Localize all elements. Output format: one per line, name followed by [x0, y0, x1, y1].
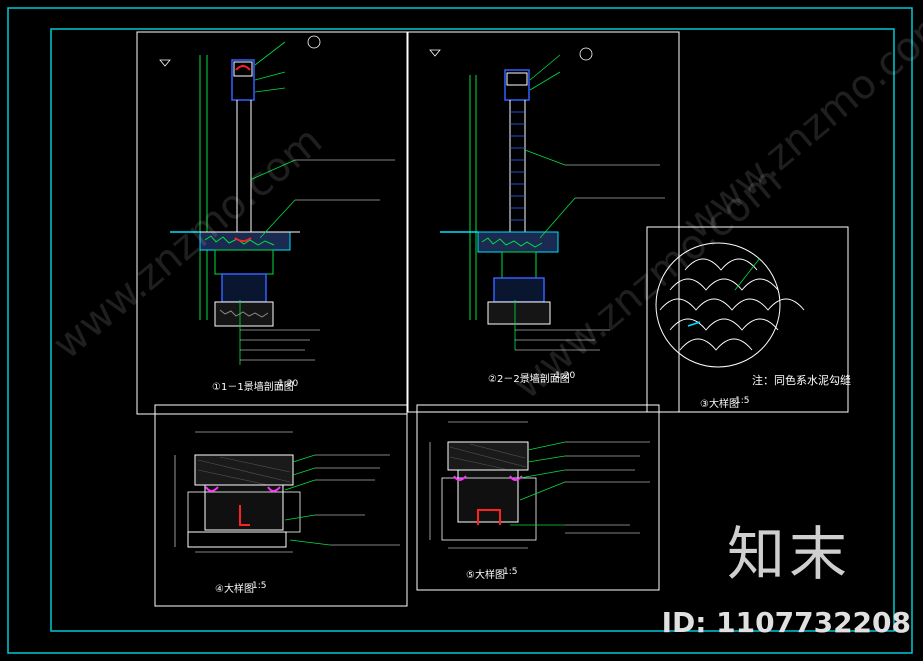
section-2-title: ②2－2景墙剖面图 [488, 374, 570, 385]
section-2-scale: 1:20 [555, 371, 576, 381]
detail-5-title: ⑤大样图 [466, 570, 505, 581]
detail-3-title: ③大样图 [700, 399, 739, 410]
detail-3-pattern [655, 242, 805, 368]
detail-4-scale: 1:5 [252, 581, 267, 591]
detail-3-note: 注：同色系水泥勾缝 [752, 374, 851, 387]
sheet-section-2 [407, 31, 680, 413]
sheet-detail-4 [154, 404, 408, 607]
brand-watermark: 知末 [726, 520, 851, 588]
outer-frame [7, 7, 913, 654]
section-1-scale: 1:20 [278, 379, 299, 389]
id-watermark: ID: 1107732208 [661, 606, 911, 639]
detail-4-capstone [174, 431, 400, 553]
detail-5-capstone [429, 421, 650, 549]
sheet-detail-3 [646, 226, 849, 413]
sheet-section-1 [136, 31, 408, 415]
inner-frame [50, 28, 895, 632]
sheet-detail-5 [416, 404, 660, 591]
detail-4-title: ④大样图 [215, 584, 254, 595]
section-1-wall [159, 35, 395, 365]
section-2-wall [429, 47, 665, 351]
detail-5-scale: 1:5 [503, 567, 518, 577]
section-1-title: ①1－1景墙剖面图 [212, 382, 294, 393]
detail-3-scale: 1:5 [735, 396, 750, 406]
